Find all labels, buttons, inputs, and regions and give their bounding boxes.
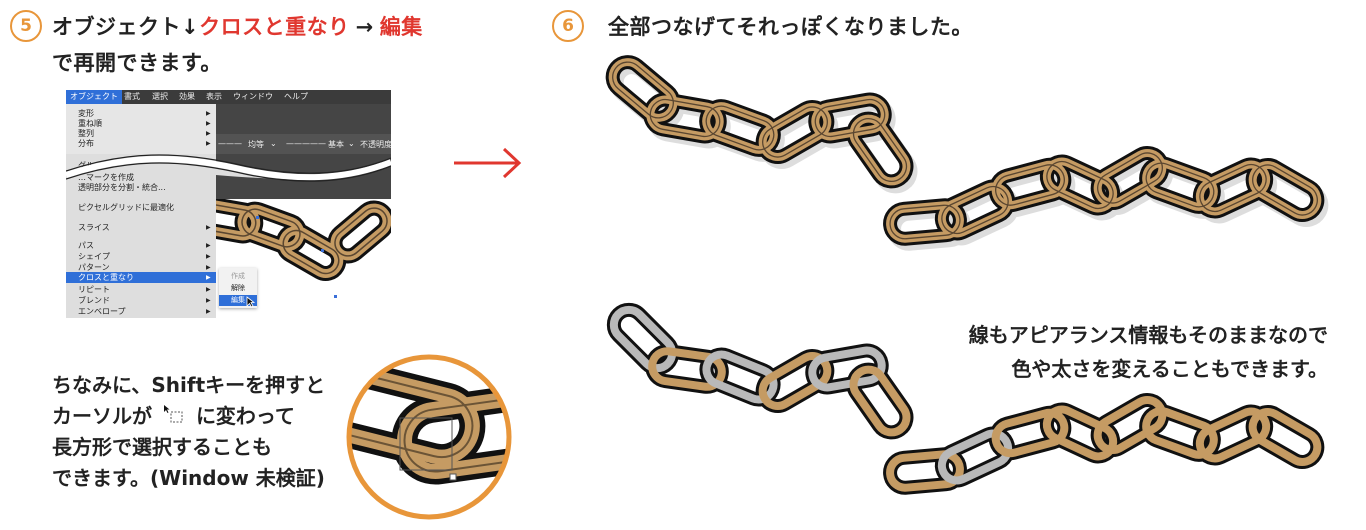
menu-view[interactable]: 表示 [206, 92, 222, 101]
zoom-circle-detail [346, 354, 512, 520]
menu-item-arrange[interactable]: 重ね順 [78, 119, 102, 128]
menu-item-align[interactable]: 整列 [78, 129, 94, 138]
red-arrow-icon [454, 147, 522, 179]
shift-note-line-2-pre: カーソルが [52, 404, 152, 428]
brush-value[interactable]: 基本 [328, 140, 344, 149]
mouse-pointer-icon [246, 296, 256, 308]
opacity-label[interactable]: 不透明度 [360, 140, 391, 149]
submenu-item-edit[interactable]: 編集 [219, 295, 257, 306]
shift-note: ちなみに、Shiftキーを押すと カーソルが に変わって 長方形で選択することも… [52, 370, 325, 494]
menu-object[interactable]: オブジェクト [66, 90, 122, 104]
wave-cut-divider [66, 154, 391, 190]
illustrator-menu-screenshot: ——— 均等 ⌄ ————— 基本 ⌄ 不透明度 [66, 90, 391, 318]
step-5-badge: 5 [10, 10, 42, 42]
menu-select[interactable]: 選択 [152, 92, 168, 101]
brush-line-icon: ————— [286, 139, 326, 148]
submenu-item-release[interactable]: 解除 [231, 284, 245, 292]
menu-effect[interactable]: 効果 [179, 92, 195, 101]
chevron-down-icon[interactable]: ⌄ [348, 139, 355, 148]
menu-item-blend[interactable]: ブレンド [78, 296, 110, 305]
menu-item-transform[interactable]: 変形 [78, 109, 94, 118]
step-5-title-highlight-cross: クロスと重なり [199, 15, 350, 39]
appearance-note-line-1: 線もアピアランス情報もそのままなので [968, 323, 1328, 347]
step-5-title: オブジェクト↓クロスと重なり→編集 [52, 11, 423, 41]
menu-item-slice[interactable]: スライス [78, 223, 110, 232]
control-bar: ——— 均等 ⌄ ————— 基本 ⌄ 不透明度 [216, 134, 391, 154]
appearance-note-line-2: 色や太さを変えることもできます。 [1011, 357, 1328, 381]
stroke-line-icon: ——— [218, 139, 242, 148]
step-5-subtitle: で再開できます。 [52, 51, 222, 75]
shift-note-line-2: カーソルが に変わって [52, 401, 325, 432]
menu-item-pattern[interactable]: パターン [78, 263, 110, 272]
menu-item-path[interactable]: パス [78, 241, 94, 250]
submenu-item-create: 作成 [231, 272, 245, 280]
menu-item-create-marks[interactable]: …マークを作成 [78, 173, 134, 182]
menu-item-flatten-transparency[interactable]: 透明部分を分割・統合... [78, 183, 166, 192]
menu-item-shape[interactable]: シェイプ [78, 252, 110, 261]
marquee-cursor-icon [163, 405, 183, 423]
shift-note-line-1: ちなみに、Shiftキーを押すと [52, 373, 326, 397]
menu-item-repeat[interactable]: リピート [78, 285, 110, 294]
chain-illustration-mixed [606, 302, 1325, 495]
step-5-title-pre: オブジェクト↓ [52, 15, 200, 39]
menu-item-envelope[interactable]: エンベロープ [78, 307, 126, 316]
stroke-mode-value[interactable]: 均等 [248, 140, 264, 149]
menu-item-pixel-optimize[interactable]: ピクセルグリッドに最適化 [78, 203, 174, 212]
step-5-title-arrow: → [355, 15, 374, 39]
menu-item-distribute[interactable]: 分布 [78, 139, 94, 148]
object-menu-top-section [66, 104, 216, 154]
step-6-badge: 6 [552, 10, 584, 42]
appearance-note: 線もアピアランス情報もそのままなので 色や太さを変えることもできます。 [969, 318, 1328, 386]
step-5-title-highlight-edit: 編集 [379, 15, 423, 39]
chain-illustration-gold [605, 55, 1329, 251]
menu-item-cross-overlap[interactable]: クロスと重なり [66, 272, 216, 283]
shift-note-line-3: 長方形で選択することも [52, 435, 272, 459]
menu-help[interactable]: ヘルプ [284, 92, 308, 101]
menu-type[interactable]: 書式 [124, 92, 140, 101]
canvas-chain-art [216, 199, 391, 298]
shift-note-line-4: できます。(Window 未検証) [52, 466, 325, 490]
menu-window[interactable]: ウィンドウ [233, 92, 273, 101]
step-6-title: 全部つなげてそれっぽくなりました。 [608, 15, 973, 39]
shift-note-line-2-post: に変わって [195, 404, 295, 428]
chevron-down-icon[interactable]: ⌄ [270, 139, 277, 148]
menu-bar: オブジェクト 書式 選択 効果 表示 ウィンドウ ヘルプ [66, 90, 391, 104]
